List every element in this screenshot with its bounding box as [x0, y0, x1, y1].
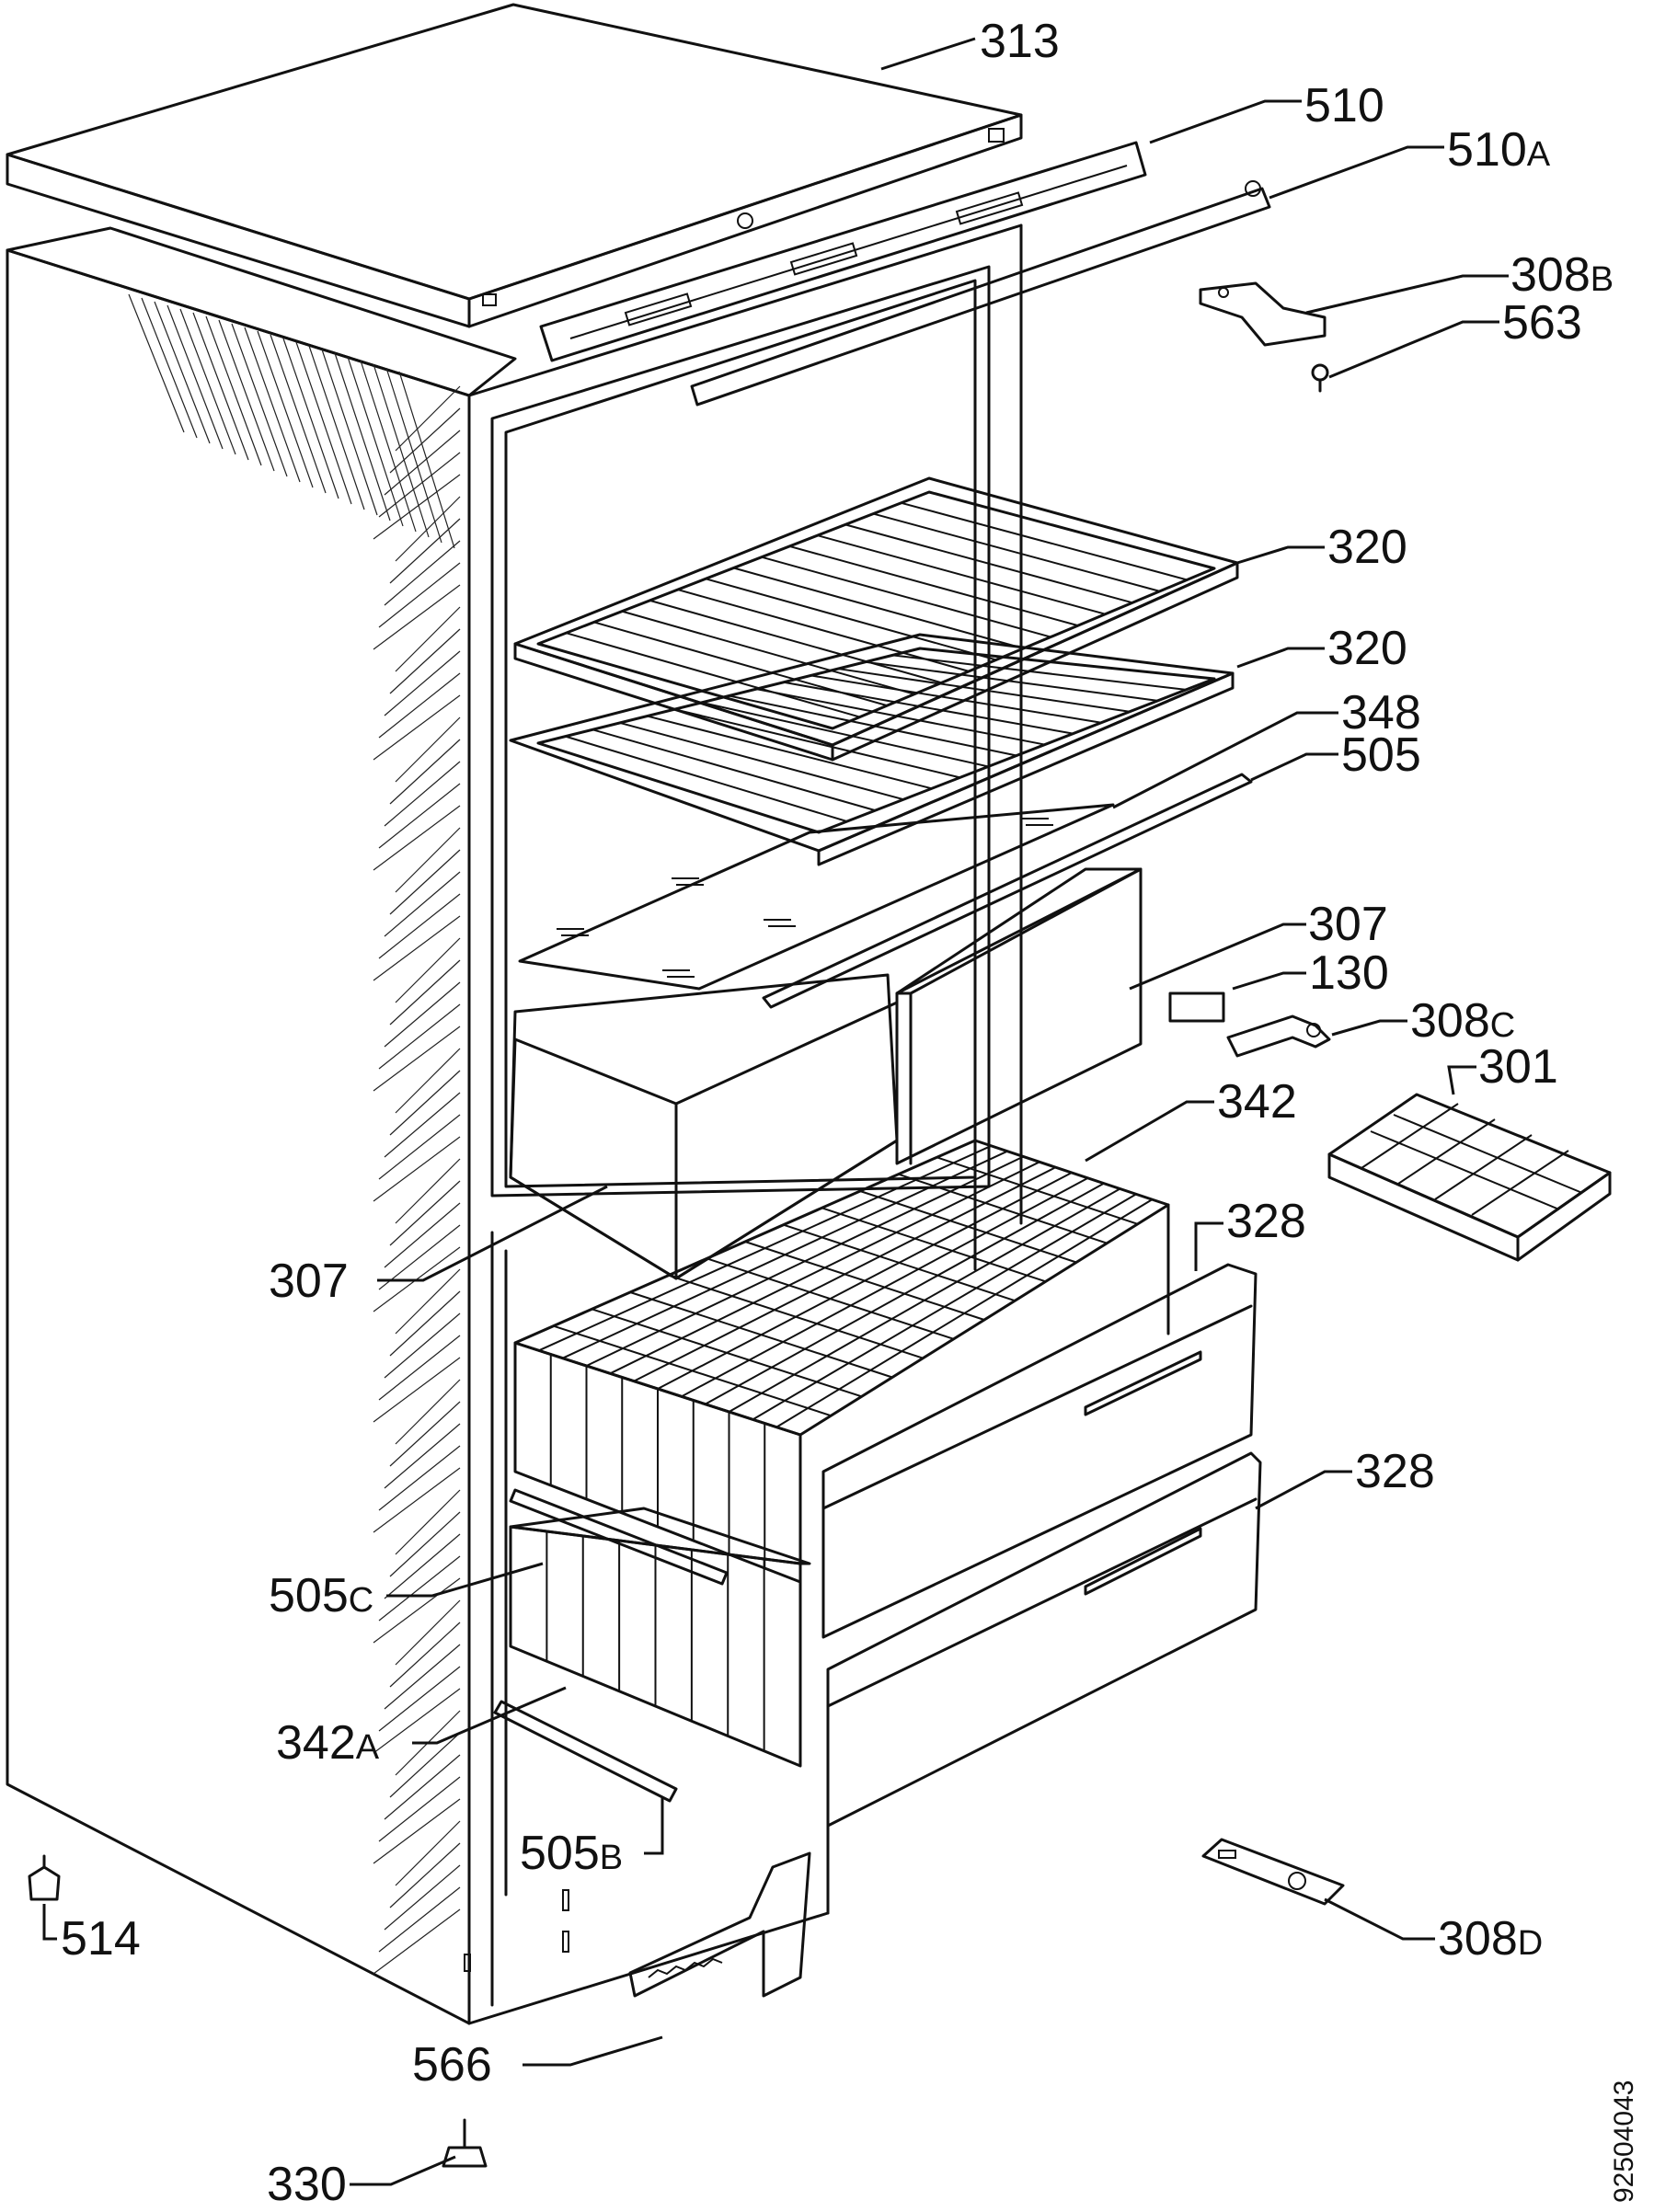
callout-307-left-drawer: 307 — [269, 1255, 349, 1308]
callout-505-rail: 505 — [1341, 728, 1421, 782]
leader-lines — [42, 37, 1509, 2186]
callout-320-lower-shelf: 320 — [1327, 622, 1407, 675]
callout-348-glass-plate: 348 — [1341, 686, 1421, 739]
hinge-pin — [1311, 363, 1329, 393]
cover-plate — [1168, 991, 1225, 1023]
lower-basket — [509, 1507, 811, 1768]
callout-330-adjustable-foot: 330 — [267, 2158, 347, 2207]
lower-shelf — [509, 633, 1235, 866]
callout-510-front-trim: 510 — [1304, 79, 1384, 132]
glass-plate — [518, 803, 1115, 991]
cabinet-body — [6, 223, 1023, 2025]
shelf-ribs — [565, 501, 1188, 823]
basket-wires — [538, 1144, 1154, 1751]
callout-342-upper-basket: 342 — [1217, 1075, 1297, 1129]
document-number: 92504043 — [1609, 2080, 1639, 2203]
callout-313-top-cover: 313 — [980, 15, 1060, 68]
callout-328-lower-flap: 328 — [1355, 1445, 1435, 1498]
bottom-hinge — [1201, 1838, 1345, 1906]
callout-308b-top-hinge: 308B — [1510, 248, 1614, 302]
top-cover — [6, 3, 1023, 328]
bottom-rail — [493, 1700, 678, 1803]
right-drawer — [895, 867, 1143, 1165]
middle-hinge — [1226, 1014, 1331, 1058]
callout-307-right-drawer: 307 — [1308, 898, 1388, 951]
upper-flap — [821, 1263, 1258, 1639]
lower-flap — [826, 1451, 1262, 1828]
callout-130-cover-plate: 130 — [1309, 946, 1389, 1000]
callout-563-hinge-pin: 563 — [1502, 296, 1582, 350]
foot — [28, 1854, 61, 1901]
top-hinge — [1199, 281, 1327, 347]
callout-320-upper-shelf: 320 — [1327, 521, 1407, 574]
callout-308c-middle-hinge: 308C — [1410, 994, 1515, 1048]
callout-308d-bottom-hinge: 308D — [1438, 1912, 1543, 1966]
callout-514-foot: 514 — [61, 1912, 141, 1966]
ice-tray — [1327, 1093, 1612, 1262]
front-trim — [539, 141, 1147, 362]
callout-505b-bottom-rail: 505B — [520, 1827, 623, 1880]
callout-328-upper-flap: 328 — [1226, 1195, 1306, 1248]
trim-strip — [690, 180, 1271, 407]
callout-566-scraper: 566 — [412, 2038, 492, 2092]
callout-510a-trim-strip: 510A — [1447, 123, 1551, 177]
callout-labels: 313 510 510A 308B 563 320 320 348 505 30… — [61, 15, 1614, 2211]
scraper — [628, 1851, 811, 1998]
callout-342a-lower-basket: 342A — [276, 1716, 380, 1770]
callout-301-ice-tray: 301 — [1478, 1040, 1558, 1094]
basket-rail — [509, 1488, 729, 1586]
callout-505c-basket-rail: 505C — [269, 1569, 373, 1622]
rail — [762, 773, 1253, 1009]
left-drawer — [509, 973, 899, 1280]
side-panel-shading — [128, 293, 461, 1975]
